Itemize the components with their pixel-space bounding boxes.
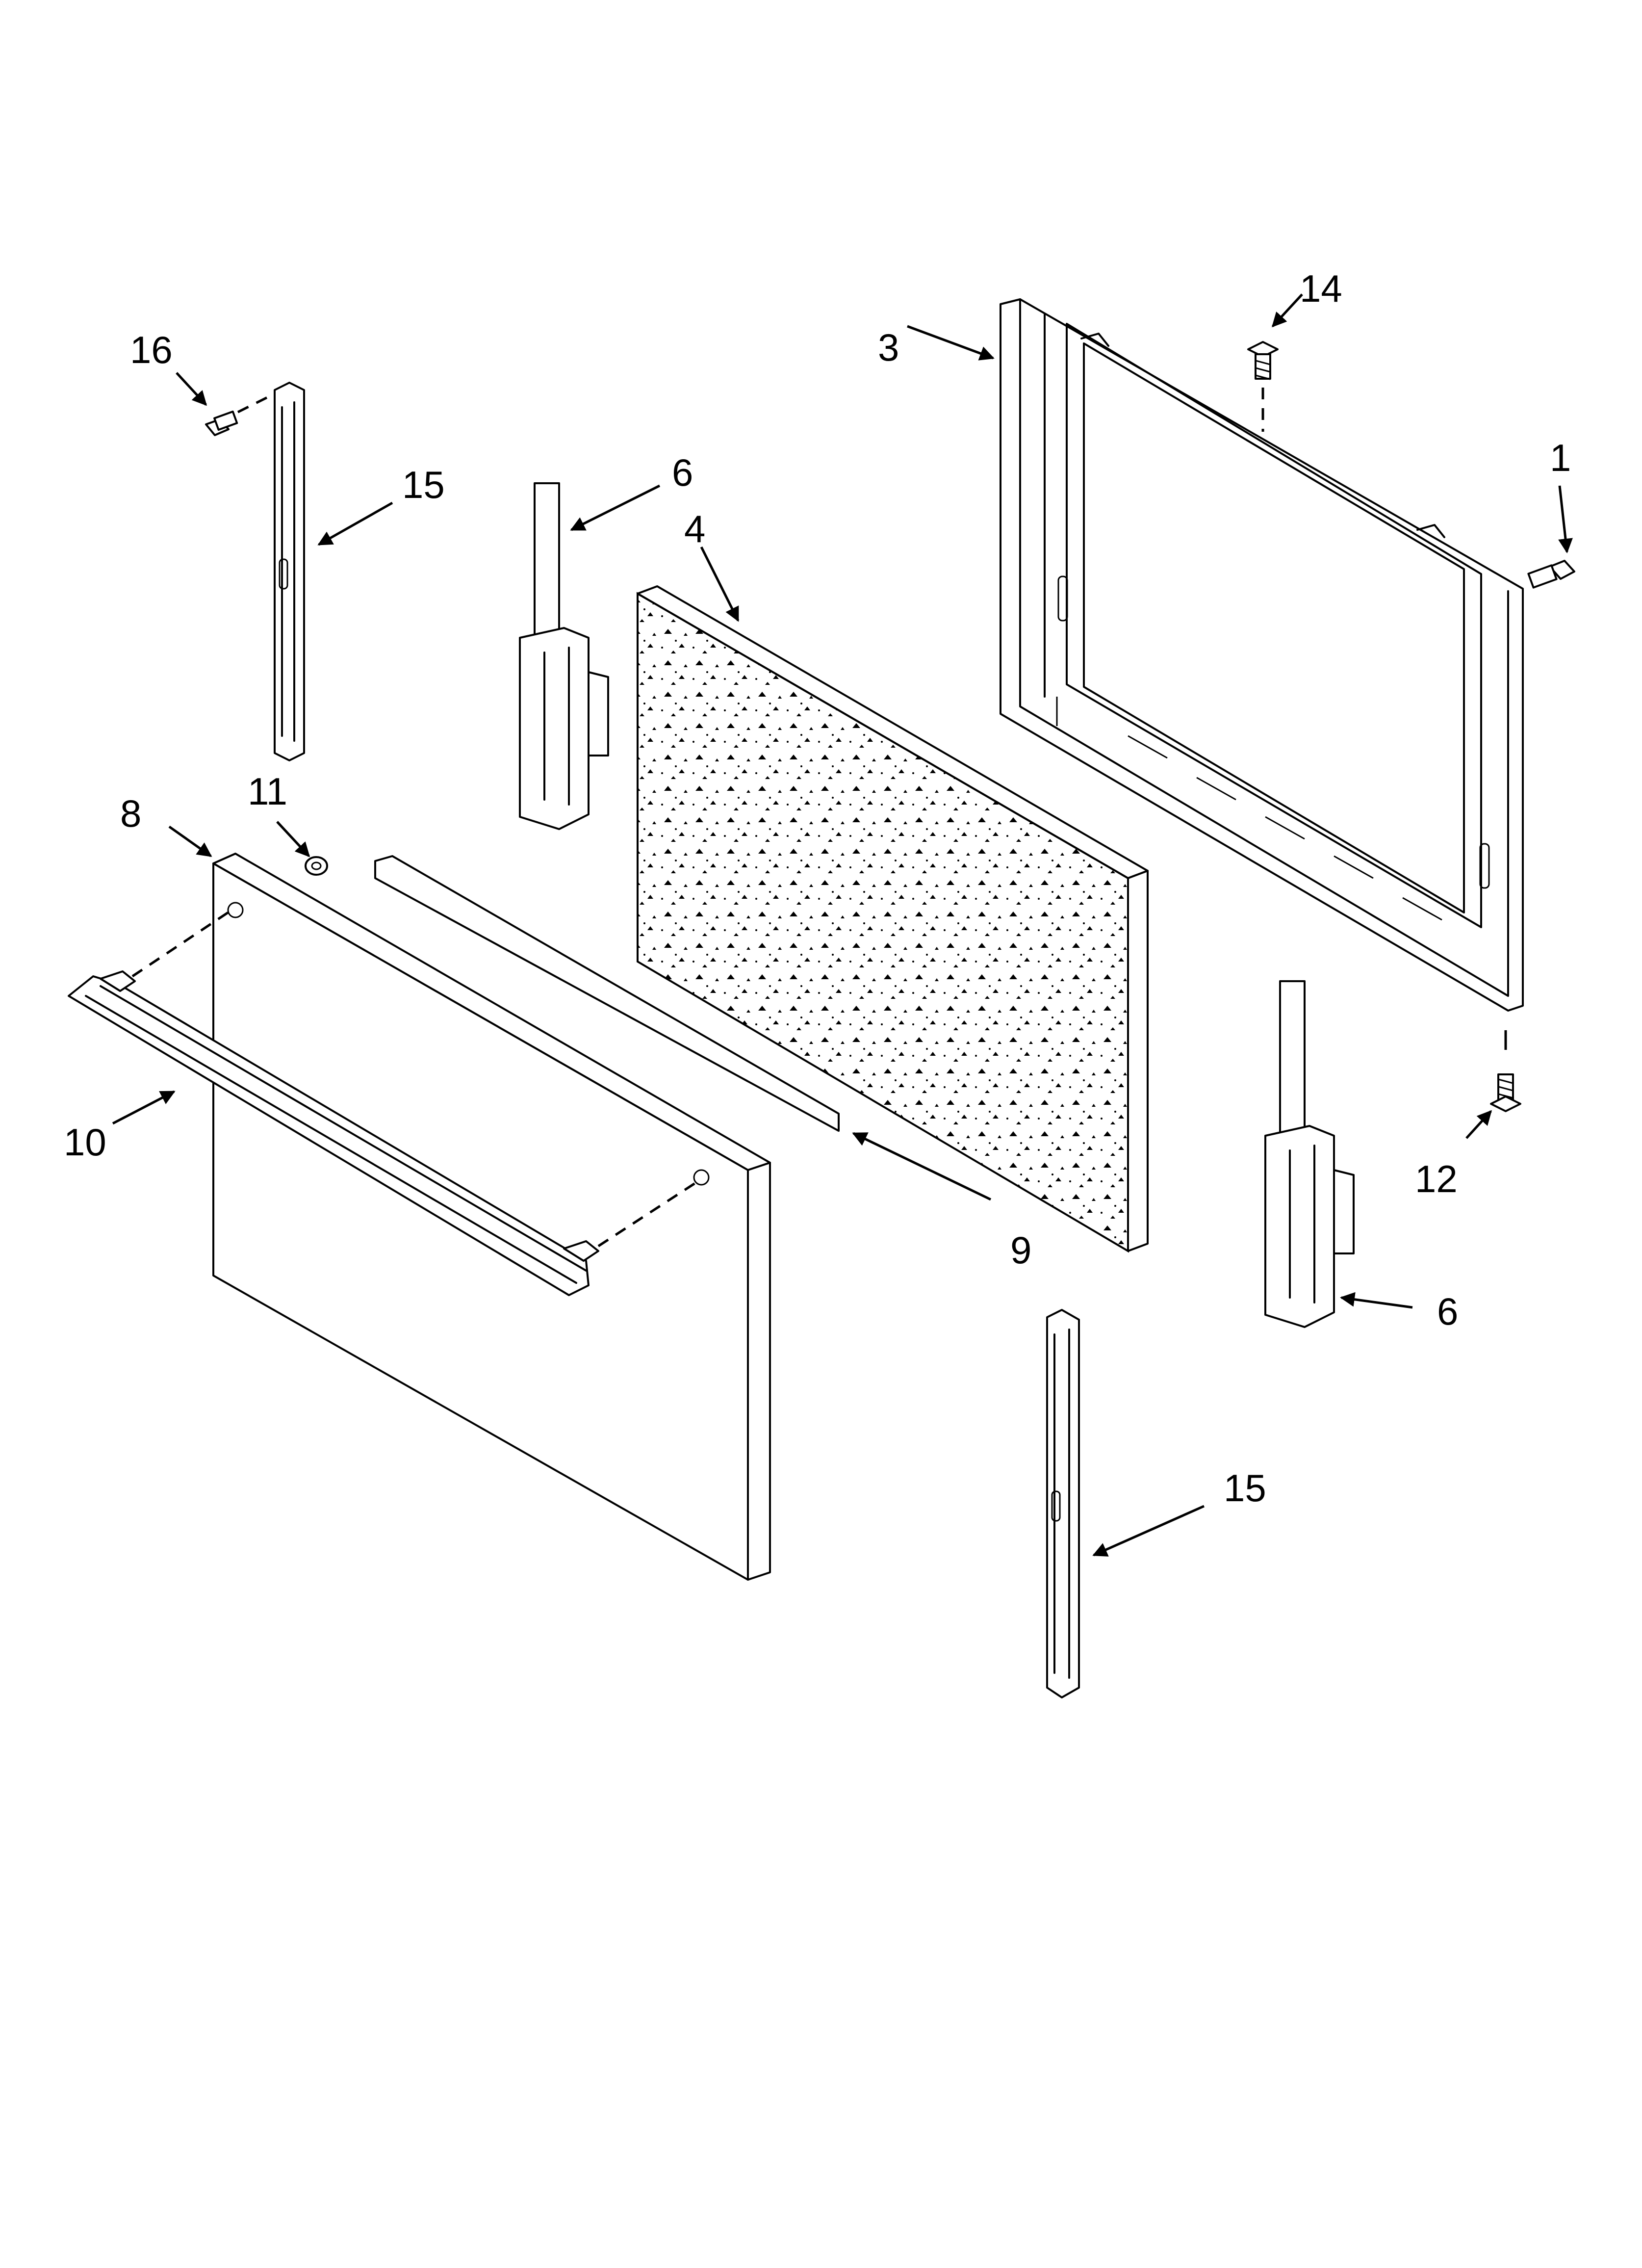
door-handle: [68, 911, 697, 1296]
washer-11: [305, 856, 328, 876]
callout-1: 1: [1550, 436, 1571, 479]
callout-11: 11: [248, 770, 287, 813]
hinge-6-bottom: [1264, 980, 1355, 1328]
callout-16: 16: [130, 328, 173, 371]
callout-6-bottom: 6: [1437, 1290, 1458, 1333]
callout-labels: 1 3 4 6 6 8 9 10 11 12 14 15 15 16: [64, 267, 1571, 1510]
callout-12: 12: [1415, 1157, 1458, 1200]
leader-lines: [112, 293, 1573, 1557]
hinge-slide-15-top: [274, 382, 305, 761]
door-strip: [374, 855, 840, 1132]
screw-14: [1247, 341, 1279, 432]
callout-15-bottom: 15: [1224, 1466, 1266, 1510]
callout-9: 9: [1010, 1228, 1031, 1272]
callout-3: 3: [878, 326, 899, 369]
hinge-slide-15-bottom: [1046, 1309, 1080, 1698]
callout-8: 8: [120, 792, 141, 835]
insulation-panel: [637, 585, 1149, 1253]
screw-16: [205, 393, 273, 436]
screw-12: [1490, 1030, 1521, 1112]
hinge-6-top: [519, 482, 609, 830]
door-frame: [1000, 298, 1524, 1012]
callout-14: 14: [1300, 267, 1342, 310]
callout-4: 4: [684, 507, 705, 550]
callout-15-top: 15: [402, 463, 445, 506]
callout-6-top: 6: [672, 451, 693, 494]
screw-1: [1527, 560, 1575, 589]
callout-10: 10: [64, 1121, 106, 1164]
